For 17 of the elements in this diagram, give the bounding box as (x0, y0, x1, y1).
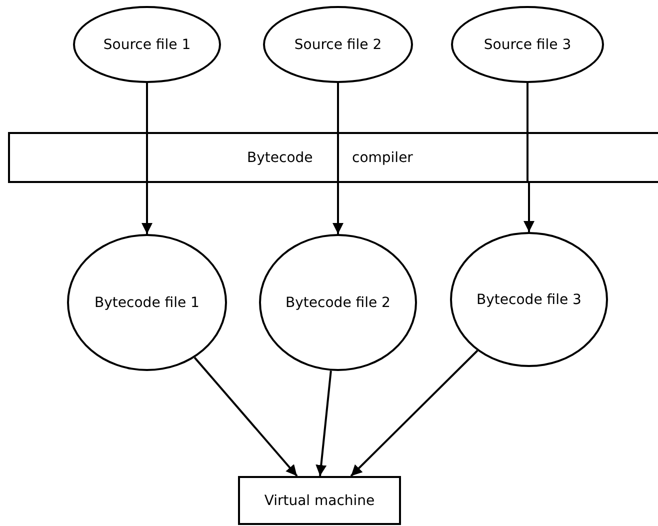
node-label: Source file 1 (103, 36, 191, 52)
node-label: Bytecode file 2 (286, 294, 390, 310)
arrow (350, 350, 478, 477)
node-label: Bytecode file 3 (476, 292, 582, 308)
arrow (316, 370, 332, 476)
node-label: Bytecode (247, 150, 313, 166)
arrow (142, 183, 152, 234)
node-label: Source file 2 (294, 36, 382, 52)
node-label: Virtual machine (264, 492, 375, 508)
arrow (194, 356, 298, 477)
node-label: compiler (352, 150, 413, 166)
process-band (8, 132, 658, 183)
process-box (238, 476, 401, 525)
arrow (332, 183, 344, 234)
node-label: Bytecode file 1 (94, 294, 200, 310)
arrow (524, 183, 534, 232)
node-label: Source file 3 (484, 36, 572, 52)
